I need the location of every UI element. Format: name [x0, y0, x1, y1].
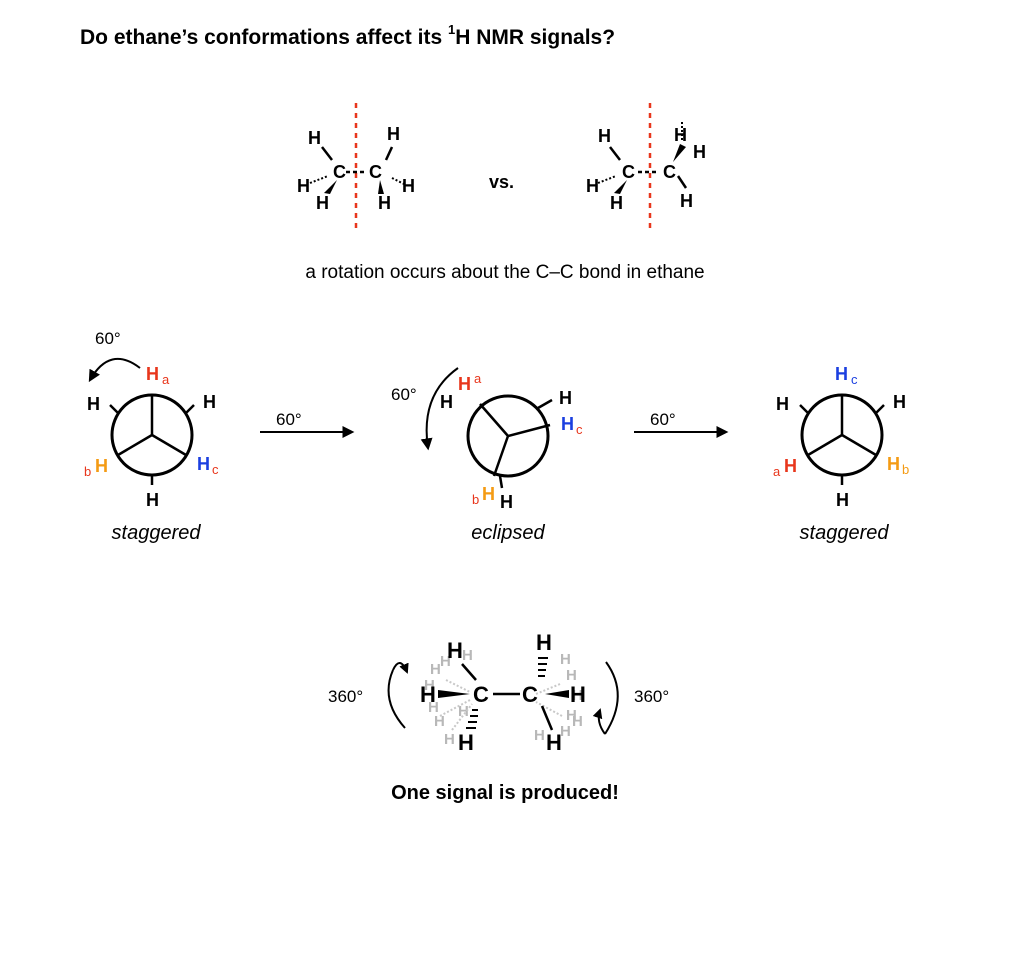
atom-h: H: [776, 394, 789, 414]
conclusion-text: One signal is produced!: [391, 782, 619, 804]
atom-h-b: H: [482, 484, 495, 504]
atom-c: C: [369, 162, 382, 182]
atom-h: H: [500, 492, 513, 512]
subscript-a: a: [474, 371, 482, 386]
atom-h: H: [297, 176, 310, 196]
atom-h-b: H: [95, 456, 108, 476]
ghost-bonds: [439, 679, 563, 731]
atom-h-b: H: [887, 454, 900, 474]
svg-text:H: H: [572, 713, 583, 730]
atom-h: H: [559, 388, 572, 408]
atom-h: H: [203, 392, 216, 412]
newman-projection-eclipsed: 60° H a H H H c H b H: [391, 367, 583, 512]
atom-h: H: [586, 176, 599, 196]
ethane-structure-right: H H H C C H H H: [586, 103, 706, 233]
right-rotation-arrowhead: [592, 708, 606, 735]
atom-h: H: [546, 730, 562, 755]
atom-h-a: H: [146, 364, 159, 384]
rear-carbon-circle: [466, 394, 550, 478]
conformation-label-staggered: staggered: [799, 522, 889, 544]
subscript-b: b: [472, 492, 479, 507]
subscript-b: b: [84, 464, 91, 479]
subscript-a: a: [773, 464, 781, 479]
atom-c: C: [663, 162, 676, 182]
atom-h: H: [87, 394, 100, 414]
atom-c: C: [333, 162, 346, 182]
atom-h: H: [536, 630, 552, 655]
subscript-c: c: [576, 422, 583, 437]
ethane-structure-left: H H C C H H H H: [297, 103, 415, 233]
svg-text:H: H: [444, 731, 455, 748]
svg-text:H: H: [440, 653, 451, 670]
atom-h-a: H: [784, 456, 797, 476]
angle-label: 60°: [391, 385, 417, 404]
atom-h-a: H: [458, 374, 471, 394]
rotation-label-right: 360°: [634, 687, 669, 706]
atom-h-c: H: [197, 454, 210, 474]
svg-text:H: H: [458, 703, 469, 720]
rotation-arrow: [88, 358, 141, 383]
subscript-c: c: [851, 372, 858, 387]
right-rotation-curve: [604, 661, 619, 735]
atom-h: H: [570, 682, 586, 707]
atom-h: H: [308, 128, 321, 148]
atom-h-c: H: [835, 364, 848, 384]
atom-c: C: [522, 682, 538, 707]
atom-h: H: [680, 191, 693, 211]
svg-text:H: H: [560, 723, 571, 740]
atom-h: H: [378, 193, 391, 213]
atom-h: H: [146, 490, 159, 510]
atom-h: H: [316, 193, 329, 213]
atom-h: H: [836, 490, 849, 510]
left-rotation-curve: [387, 669, 406, 729]
rotation-label-left: 360°: [328, 687, 363, 706]
subscript-c: c: [212, 462, 219, 477]
atom-h: H: [674, 125, 687, 145]
angle-label: 60°: [95, 329, 121, 348]
svg-text:H: H: [566, 707, 577, 724]
atom-h-c: H: [561, 414, 574, 434]
atom-h: H: [387, 124, 400, 144]
conformation-label-eclipsed: eclipsed: [471, 522, 545, 544]
svg-text:H: H: [424, 677, 435, 694]
svg-text:H: H: [434, 713, 445, 730]
vs-label: vs.: [489, 172, 514, 192]
atom-c: C: [473, 682, 489, 707]
svg-text:H: H: [428, 699, 439, 716]
newman-projection-staggered-1: 60° H a H H H b H c H: [84, 329, 219, 510]
atom-h: H: [420, 682, 436, 707]
atom-h: H: [440, 392, 453, 412]
svg-text:H: H: [462, 647, 473, 664]
caption: a rotation occurs about the C–C bond in …: [305, 262, 705, 283]
atom-h: H: [447, 638, 463, 663]
atom-h: H: [598, 126, 611, 146]
atom-h: H: [893, 392, 906, 412]
atom-c: C: [622, 162, 635, 182]
page-title: Do ethane’s conformations affect its 1H …: [80, 22, 616, 49]
svg-text:H: H: [534, 727, 545, 744]
atom-h: H: [693, 142, 706, 162]
atom-h: H: [458, 730, 474, 755]
svg-text:H: H: [430, 661, 441, 678]
atom-h: H: [402, 176, 415, 196]
rotation-arrow: [420, 367, 459, 451]
left-rotation-arrowhead: [392, 662, 409, 674]
svg-text:H: H: [566, 667, 577, 684]
conformation-label-staggered: staggered: [111, 522, 201, 544]
subscript-a: a: [162, 372, 170, 387]
arrow-angle-label-1: 60°: [276, 410, 302, 429]
svg-text:H: H: [560, 651, 571, 668]
arrow-angle-label-2: 60°: [650, 410, 676, 429]
atom-h: H: [610, 193, 623, 213]
newman-projection-staggered-2: H c H H H a H b H: [773, 364, 909, 510]
subscript-b: b: [902, 462, 909, 477]
svg-text:H: H: [572, 687, 583, 704]
